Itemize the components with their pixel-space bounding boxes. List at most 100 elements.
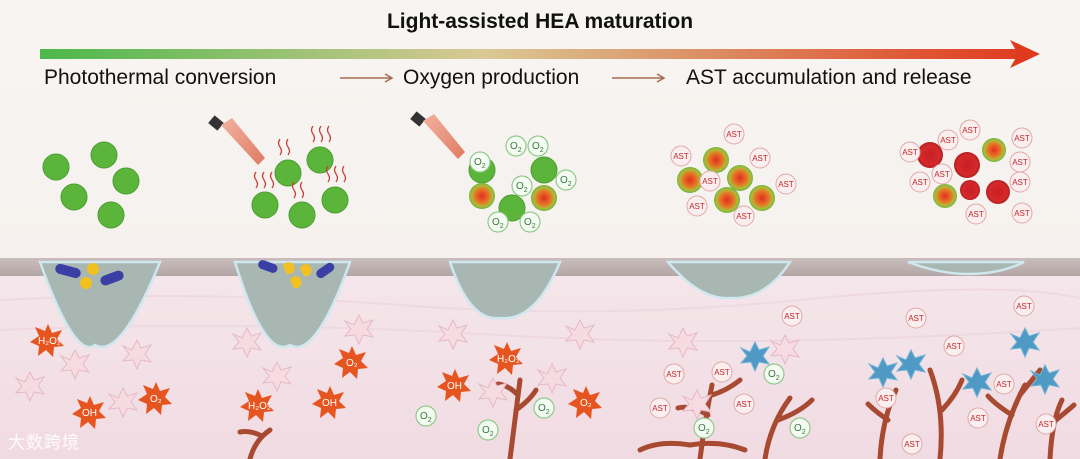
o2-bubble: O2 [487, 211, 509, 233]
svg-text:O₂: O₂ [580, 398, 592, 409]
ast-bubble: AST [663, 363, 685, 385]
ros-oh: OH [437, 369, 471, 402]
ast-bubble: AST [967, 407, 989, 429]
heated-particles-stage-2 [251, 125, 349, 229]
stage-label-oxygen: Oxygen production [403, 66, 580, 89]
ast-bubble: AST [905, 307, 927, 329]
ast-bubble: AST [875, 387, 897, 409]
particles-stage-4 [677, 147, 775, 213]
svg-text:O2: O2 [524, 217, 536, 230]
wound-1 [38, 260, 162, 349]
svg-text:O2: O2 [510, 141, 522, 154]
o2-bubble: O2 [469, 151, 491, 173]
wound-5 [907, 260, 1025, 276]
ros-o2-radical: O₂ [138, 382, 172, 415]
ast-bubble: AST [649, 397, 671, 419]
o2-bubble: O2 [519, 211, 541, 233]
svg-text:O2: O2 [420, 411, 432, 424]
svg-text:AST: AST [736, 400, 752, 409]
ast-bubble: AST [775, 173, 797, 195]
ros-h2o2: H₂O₂ [30, 324, 64, 357]
ast-bubble: AST [670, 145, 692, 167]
svg-text:O2: O2 [560, 175, 572, 188]
svg-text:AST: AST [652, 404, 668, 413]
svg-text:O2: O2 [794, 423, 806, 436]
svg-text:AST: AST [1016, 302, 1032, 311]
ast-bubble: AST [699, 170, 721, 192]
svg-text:O2: O2 [698, 423, 710, 436]
ast-bubble: AST [749, 147, 771, 169]
ros-oh: OH [72, 396, 106, 429]
ros-h2o2: H₂O₂ [489, 342, 523, 375]
svg-text:AST: AST [1012, 178, 1028, 187]
svg-text:AST: AST [912, 178, 928, 187]
ast-bubble: AST [965, 203, 987, 225]
o2-bubble: O2 [527, 135, 549, 157]
svg-text:AST: AST [1038, 420, 1054, 429]
svg-text:OH: OH [82, 408, 97, 419]
svg-text:AST: AST [940, 136, 956, 145]
watermark-logo: 大数跨境 [8, 433, 80, 453]
svg-text:AST: AST [878, 394, 894, 403]
stage-label-ast: AST accumulation and release [686, 66, 972, 89]
svg-text:AST: AST [968, 210, 984, 219]
svg-text:AST: AST [702, 177, 718, 186]
ast-bubble: AST [781, 305, 803, 327]
ros-h2o2: H₂O₂ [240, 389, 274, 422]
svg-text:AST: AST [752, 154, 768, 163]
svg-text:AST: AST [934, 170, 950, 179]
svg-text:AST: AST [689, 202, 705, 211]
svg-text:AST: AST [1012, 158, 1028, 167]
ast-bubble: AST [1009, 171, 1031, 193]
ast-bubble: AST [686, 195, 708, 217]
ast-bubble: AST [901, 433, 923, 455]
bacteria-wound-2 [258, 260, 335, 289]
svg-text:AST: AST [908, 314, 924, 323]
svg-text:AST: AST [946, 342, 962, 351]
svg-text:O2: O2 [768, 369, 780, 382]
o2-bubble: O2 [763, 363, 785, 385]
svg-text:O₂: O₂ [150, 394, 162, 405]
wound-4 [665, 260, 793, 300]
o2-bubble: O2 [505, 135, 527, 157]
laser-2 [410, 111, 465, 159]
connector-arrow-1 [340, 73, 394, 83]
svg-text:AST: AST [996, 380, 1012, 389]
wound-3 [448, 260, 562, 320]
svg-text:OH: OH [322, 398, 337, 409]
svg-text:AST: AST [970, 414, 986, 423]
ast-bubble: AST [993, 373, 1015, 395]
ros-o2-radical: O₂ [568, 386, 602, 419]
progress-arrow [40, 40, 1040, 68]
o2-bubble: O2 [415, 405, 437, 427]
svg-text:AST: AST [736, 212, 752, 221]
diagram-title: Light-assisted HEA maturation [386, 10, 694, 33]
ast-bubble: AST [1013, 295, 1035, 317]
ast-bubble: AST [1035, 413, 1057, 435]
ast-bubble: AST [1009, 151, 1031, 173]
svg-text:O₂: O₂ [346, 358, 358, 369]
svg-text:O2: O2 [538, 403, 550, 416]
ast-bubble: AST [937, 129, 959, 151]
o2-bubble: O2 [533, 397, 555, 419]
ast-bubble: AST [1011, 127, 1033, 149]
ros-oh: OH [312, 386, 346, 419]
svg-text:O2: O2 [482, 425, 494, 438]
o2-bubble: O2 [555, 169, 577, 191]
connector-arrow-2 [612, 73, 666, 83]
ast-bubbles: AST AST AST AST AST AST AST AST AST AST … [649, 119, 1057, 455]
svg-text:AST: AST [726, 130, 742, 139]
ast-bubble: AST [931, 163, 953, 185]
svg-text:AST: AST [714, 368, 730, 377]
oxygen-bubbles: O2 O2 O2 O2 O2 O2 O2 O2 O2 O2 O2 O2 O2 [415, 135, 811, 441]
svg-text:AST: AST [1014, 209, 1030, 218]
ast-bubble: AST [909, 171, 931, 193]
svg-text:O2: O2 [474, 157, 486, 170]
ast-bubble: AST [943, 335, 965, 357]
svg-text:AST: AST [673, 152, 689, 161]
ast-bubble: AST [1011, 202, 1033, 224]
ros-species: H₂O₂ OH O₂ H₂O₂ OH O₂ H₂O₂ OH [30, 324, 602, 429]
svg-text:O2: O2 [516, 181, 528, 194]
o2-bubble: O2 [789, 417, 811, 439]
